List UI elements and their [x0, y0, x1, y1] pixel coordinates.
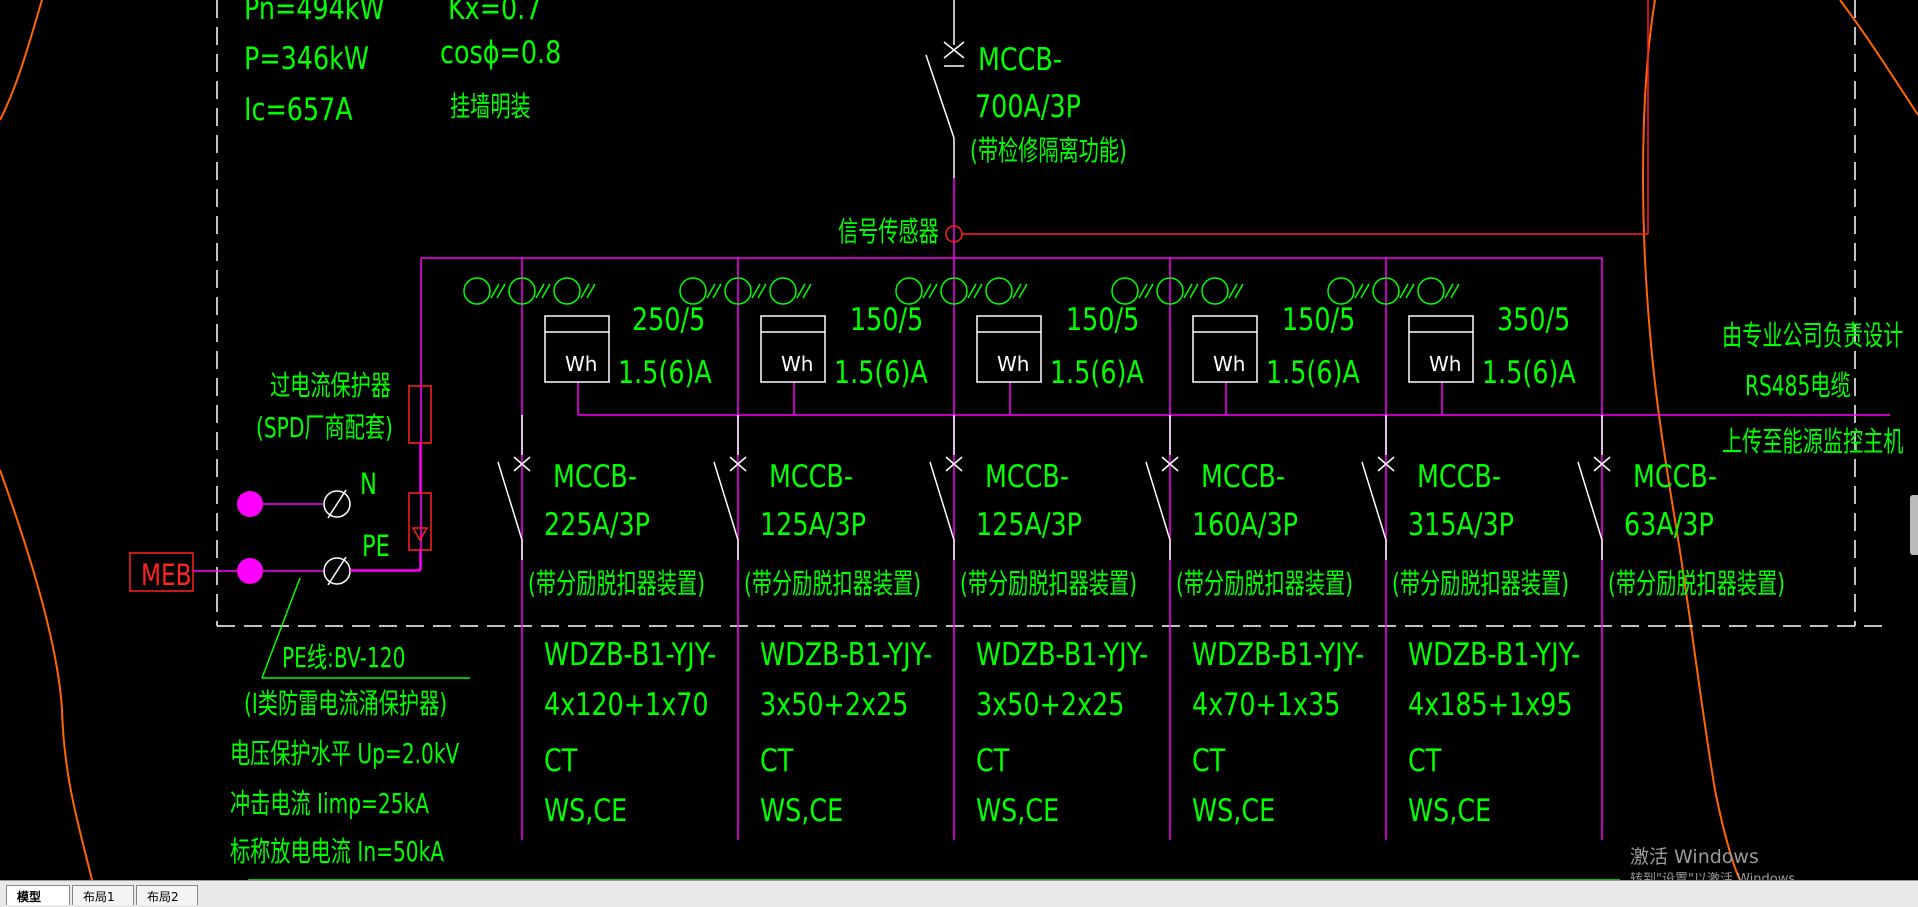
branch-5-ct: CT	[1408, 743, 1442, 779]
meter-ct-ratio-4: 150/5	[1282, 302, 1356, 338]
pn-value: Pn=494kW	[244, 0, 385, 27]
meter-spec-4: 1.5(6)A	[1266, 355, 1360, 391]
pe-wire-label: PE线:BV-120	[282, 641, 406, 674]
mount-type: 挂墙明装	[450, 90, 531, 123]
branch-5-ws: WS,CE	[1408, 793, 1492, 829]
main-breaker-rating: 700A/3P	[975, 89, 1081, 125]
meter-spec-3: 1.5(6)A	[1050, 355, 1144, 391]
branch-3-rating: 125A/3P	[976, 507, 1082, 543]
branch-4-rating: 160A/3P	[1192, 507, 1298, 543]
remote-note-1: 由专业公司负责设计	[1722, 319, 1904, 352]
meter-ct-ratio-3: 150/5	[1066, 302, 1140, 338]
branch-3-type: MCCB-	[985, 459, 1070, 495]
meter-spec-1: 1.5(6)A	[618, 355, 712, 391]
surge-protector-label: (I类防雷电流涌保护器)	[244, 687, 448, 720]
branch-1-type: MCCB-	[553, 459, 638, 495]
meter-spec-5: 1.5(6)A	[1482, 355, 1576, 391]
p-value: P=346kW	[244, 41, 370, 77]
branch-5-rating: 315A/3P	[1408, 507, 1514, 543]
windows-activation-title: 激活 Windows	[1630, 846, 1759, 868]
cos-value: cosϕ=0.8	[440, 35, 562, 71]
branch-3-cable-size: 3x50+2x25	[976, 687, 1125, 723]
n-label: N	[360, 467, 377, 501]
schematic-lines	[0, 0, 1918, 880]
tab-model[interactable]: 模型	[6, 885, 70, 905]
branch-6-type: MCCB-	[1633, 459, 1718, 495]
branch-5-type: MCCB-	[1417, 459, 1502, 495]
branch-4-type: MCCB-	[1201, 459, 1286, 495]
main-breaker-type: MCCB-	[978, 42, 1063, 78]
meter-ct-ratio-5: 350/5	[1497, 302, 1571, 338]
ic-value: Ic=657A	[244, 92, 353, 128]
branch-5-cable-type: WDZB-B1-YJY-	[1408, 637, 1581, 673]
branch-3-note: (带分励脱扣器装置)	[960, 567, 1138, 600]
branch-2-note: (带分励脱扣器装置)	[744, 567, 922, 600]
branch-2-cable-type: WDZB-B1-YJY-	[760, 637, 933, 673]
branch-3-ct: CT	[976, 743, 1010, 779]
layout-tab-bar: 模型 布局1 布局2	[0, 880, 1918, 907]
signal-sensor-label: 信号传感器	[838, 215, 939, 248]
branch-4-note: (带分励脱扣器装置)	[1176, 567, 1354, 600]
branch-5-note: (带分励脱扣器装置)	[1392, 567, 1570, 600]
branch-1-cable-type: WDZB-B1-YJY-	[544, 637, 717, 673]
tab-layout-1[interactable]: 布局1	[72, 885, 134, 905]
branch-2-type: MCCB-	[769, 459, 854, 495]
remote-note-2: RS485电缆	[1745, 369, 1851, 402]
kx-value: Kx=0.7	[448, 0, 542, 27]
branch-4-ct: CT	[1192, 743, 1226, 779]
branch-2-ws: WS,CE	[760, 793, 844, 829]
branch-2-cable-size: 3x50+2x25	[760, 687, 909, 723]
meter-wh-1: Wh	[565, 352, 598, 376]
drawing-canvas[interactable]: Pn=494kW Kx=0.7 P=346kW cosϕ=0.8 Ic=657A…	[0, 0, 1918, 887]
remote-note-3: 上传至能源监控主机	[1722, 425, 1904, 458]
meter-wh-3: Wh	[997, 352, 1030, 376]
branch-6-note: (带分励脱扣器装置)	[1608, 567, 1786, 600]
branch-4-ws: WS,CE	[1192, 793, 1276, 829]
branch-1-cable-size: 4x120+1x70	[544, 687, 709, 723]
branch-3-cable-type: WDZB-B1-YJY-	[976, 637, 1149, 673]
scrollbar-handle[interactable]	[1910, 495, 1918, 555]
meter-wh-5: Wh	[1429, 352, 1462, 376]
meter-wh-4: Wh	[1213, 352, 1246, 376]
impulse-current-label: 冲击电流 Iimp=25kA	[230, 787, 430, 820]
branch-1-note: (带分励脱扣器装置)	[528, 567, 706, 600]
tab-layout-2[interactable]: 布局2	[136, 885, 198, 905]
meter-spec-2: 1.5(6)A	[834, 355, 928, 391]
branch-1-rating: 225A/3P	[544, 507, 650, 543]
branch-3-ws: WS,CE	[976, 793, 1060, 829]
branch-5-cable-size: 4x185+1x95	[1408, 687, 1573, 723]
branch-4-cable-type: WDZB-B1-YJY-	[1192, 637, 1365, 673]
meter-wh-2: Wh	[781, 352, 814, 376]
branch-1-ws: WS,CE	[544, 793, 628, 829]
branch-6-rating: 63A/3P	[1624, 507, 1714, 543]
branch-2-ct: CT	[760, 743, 794, 779]
meb-label: MEB	[141, 558, 192, 592]
branch-1-ct: CT	[544, 743, 578, 779]
pe-label: PE	[362, 529, 390, 563]
spd-label-1: 过电流保护器	[270, 369, 391, 402]
branch-2-rating: 125A/3P	[760, 507, 866, 543]
nominal-current-label: 标称放电电流 In=50kA	[230, 835, 445, 868]
voltage-protection-label: 电压保护水平 Up=2.0kV	[230, 737, 460, 770]
main-breaker-note: (带检修隔离功能)	[970, 134, 1127, 167]
meter-ct-ratio-2: 150/5	[850, 302, 924, 338]
meter-ct-ratio-1: 250/5	[632, 302, 706, 338]
branch-4-cable-size: 4x70+1x35	[1192, 687, 1341, 723]
spd-label-2: (SPD厂商配套)	[256, 411, 393, 444]
